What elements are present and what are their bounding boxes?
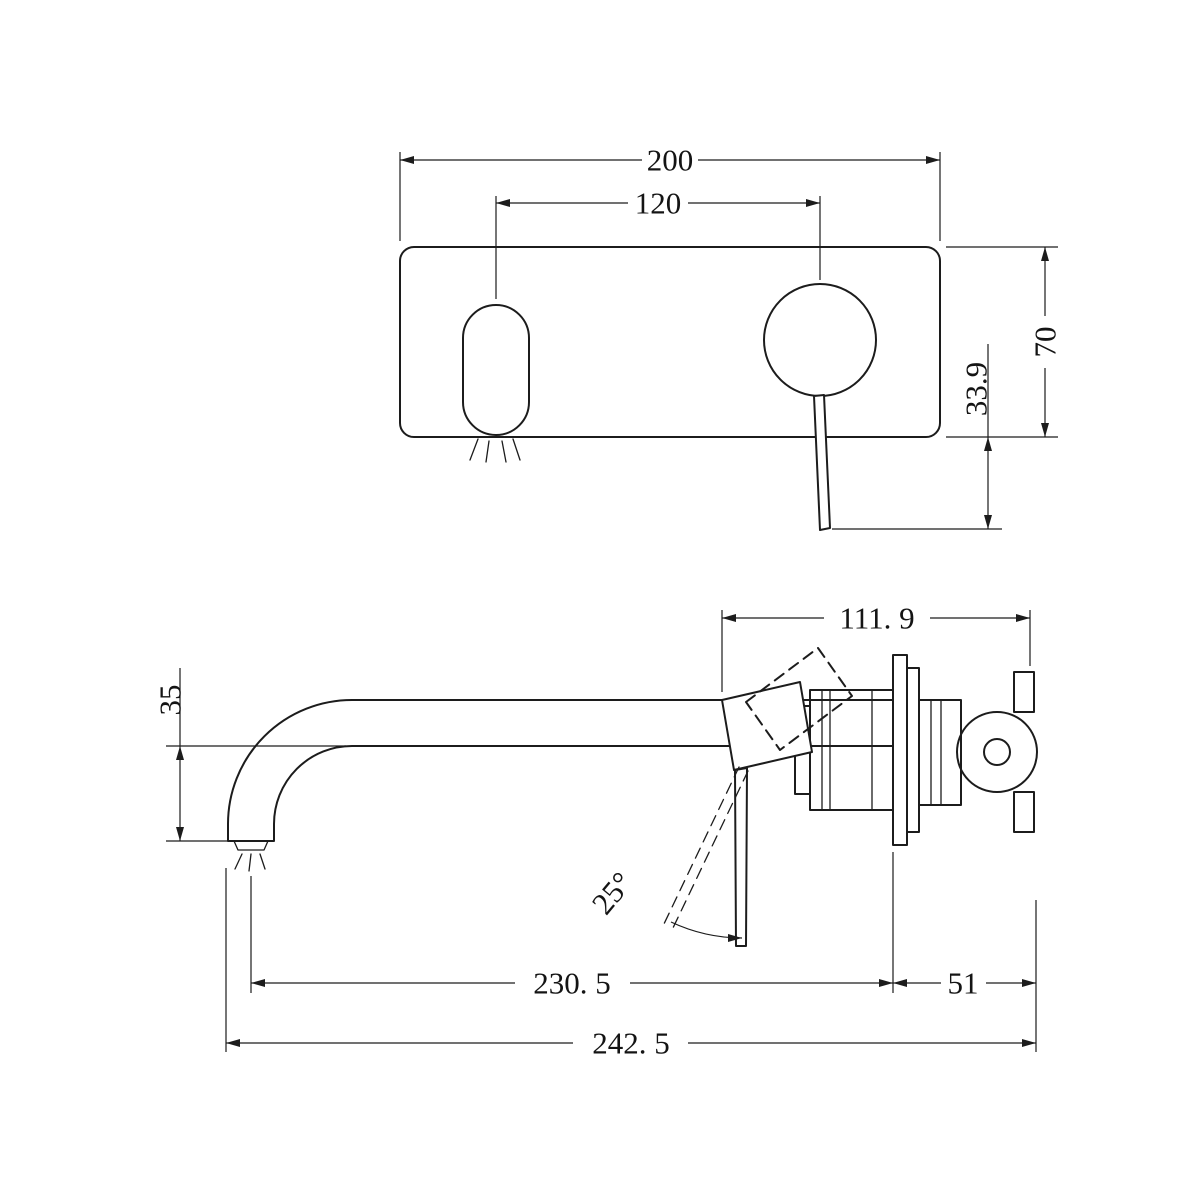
arrowhead-right [1016,614,1030,622]
dim-concealed-depth-text: 51 [948,966,979,1001]
aerator-spray-icon [469,438,521,463]
spout-outlet [462,304,530,463]
arrowhead-right [806,199,820,207]
arrowhead-right [1022,979,1036,987]
dim-body-projection: 111. 9 [721,601,1031,692]
arrowhead-right [926,156,940,164]
arrowhead-bottom [176,827,184,841]
spout-profile [227,699,894,872]
concealed-body [918,671,1038,833]
arrowhead [728,934,742,942]
dim-lever-angle-text: 25° [585,865,640,921]
spout-capsule [462,304,530,436]
mounting-ear-bottom [1013,791,1035,833]
dim-spout-drop-text: 35 [153,685,188,716]
mounting-plate [399,246,941,438]
dim-plate-width: 200 [399,143,941,241]
arrowhead-top [1041,247,1049,261]
handle-lever-rod [734,767,748,947]
mounting-plate-outline [399,246,941,438]
arrowhead-top [984,437,992,451]
extension-lines [721,610,1031,692]
mounting-ear-top [1013,671,1035,713]
dim-lever-angle: 25° [585,865,743,942]
handle-paddle-rotated-phantom [745,647,853,751]
inlet-body-circle [956,711,1038,793]
dim-handle-drop: 33.9 [832,344,1002,530]
arrowhead-left [400,156,414,164]
handle-base-circle [763,283,877,397]
dim-spout-drop: 35 [153,668,346,842]
dim-plate-width-text: 200 [647,143,694,178]
front-view: 200 120 70 33.9 [399,143,1063,531]
handle-lever-rod [813,394,831,531]
arrowhead-left [722,614,736,622]
handle-paddle [721,681,813,771]
aerator-spray-icon [233,840,269,872]
valve-housing [918,699,962,806]
dim-plate-height: 70 [946,246,1063,438]
mixer-handle-front [763,283,877,531]
side-view: 25° 111. 9 35 230. 5 [153,601,1038,1061]
inlet-port-circle [983,738,1011,766]
extension-lines [166,745,346,842]
handle-assembly-side [662,647,894,947]
arrowhead-bottom [984,515,992,529]
dim-overall-reach: 242. 5 [225,868,1036,1061]
dim-plate-height-text: 70 [1028,327,1063,358]
spout-outline [227,699,894,842]
dim-spout-reach: 230. 5 [250,852,894,1001]
extension-lines [495,196,821,299]
arrowhead-left [893,979,907,987]
arrowhead-right [1022,1039,1036,1047]
plate-edge [892,654,908,846]
housing-section-lines [930,699,942,806]
arrowhead-left [251,979,265,987]
wall-plate-section [892,654,920,846]
arrowhead-bottom [1041,423,1049,437]
dim-spout-reach-text: 230. 5 [533,966,611,1001]
dim-centres-text: 120 [635,186,682,221]
dim-overall-reach-text: 242. 5 [592,1026,670,1061]
boss-section-lines [821,689,873,811]
dim-centres: 120 [495,186,821,299]
arrowhead-top [176,746,184,760]
extension-lines [946,246,1058,438]
arrowhead-right [879,979,893,987]
extension-lines [250,852,894,993]
arrowhead-left [226,1039,240,1047]
dim-concealed-depth: 51 [893,900,1037,1052]
dim-body-projection-text: 111. 9 [839,601,914,636]
rear-flange [906,667,920,833]
arrowhead-left [496,199,510,207]
handle-rod-rotated-phantom [662,766,749,931]
extension-lines [399,152,941,241]
dim-handle-drop-text: 33.9 [959,362,994,416]
